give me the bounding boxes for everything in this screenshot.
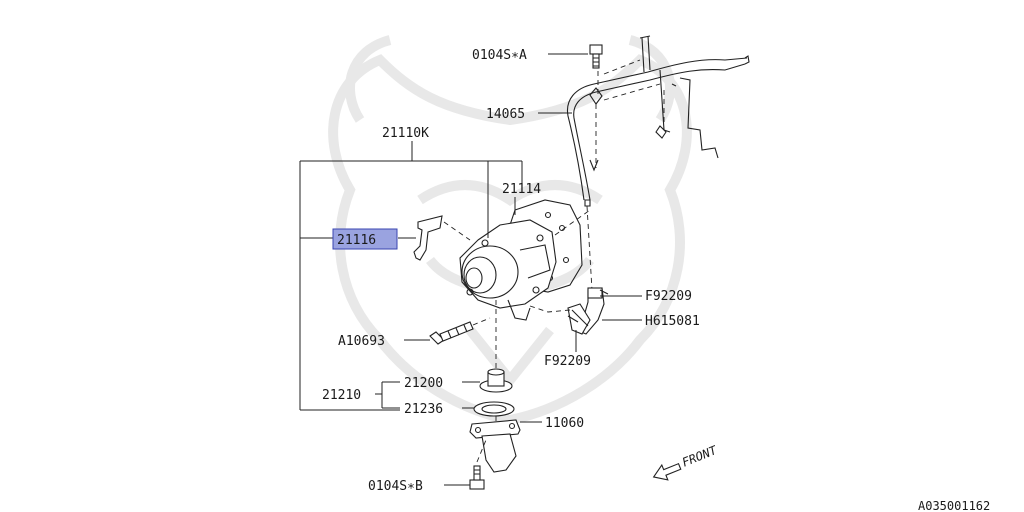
gasket-21236[interactable]	[473, 401, 515, 417]
label-cover-11060[interactable]: 11060	[545, 416, 584, 431]
highlight-21116	[332, 228, 398, 250]
bolt-A10693[interactable]	[429, 317, 491, 345]
thermostat-cover-11060[interactable]	[469, 416, 521, 473]
callout-leaders	[299, 53, 642, 486]
front-label: FRONT	[680, 443, 719, 470]
label-bolt-0104S-B[interactable]: 0104S∗B	[368, 479, 423, 494]
hose-guide	[529, 305, 571, 313]
pipe-dashed-guides	[586, 59, 665, 291]
front-direction-indicator: FRONT	[652, 443, 719, 481]
label-gasket-21114[interactable]: 21114	[502, 182, 541, 197]
label-bolt-A10693[interactable]: A10693	[338, 334, 385, 349]
hose-H615081[interactable]	[567, 287, 605, 335]
label-hose-H615081[interactable]: H615081	[645, 314, 700, 329]
thermostat-21200[interactable]	[479, 300, 513, 393]
label-bolt-0104S-A[interactable]: 0104S∗A	[472, 48, 527, 63]
hose-clamp-top[interactable]	[599, 289, 609, 297]
label-gasket-21236[interactable]: 21236	[404, 402, 443, 417]
bolt-0104S-A[interactable]	[589, 44, 603, 69]
water-pump[interactable]	[459, 219, 557, 321]
water-pipe-14065[interactable]	[566, 35, 750, 207]
label-bracket-21116[interactable]: 21116	[337, 233, 376, 248]
bracket-21116[interactable]	[413, 215, 471, 261]
diagram-id: A035001162	[918, 499, 990, 512]
label-kit-21110K[interactable]: 21110K	[382, 126, 429, 141]
hose-clamp-bottom[interactable]	[567, 315, 579, 323]
label-clamp-F92209-bottom[interactable]: F92209	[544, 354, 591, 369]
label-group-21210[interactable]: 21210	[322, 388, 361, 403]
front-arrow-icon	[652, 462, 682, 481]
label-clamp-F92209-top[interactable]: F92209	[645, 289, 692, 304]
label-thermostat-21200[interactable]: 21200	[404, 376, 443, 391]
label-pipe-14065[interactable]: 14065	[486, 107, 525, 122]
engine-block-outline	[671, 77, 719, 159]
